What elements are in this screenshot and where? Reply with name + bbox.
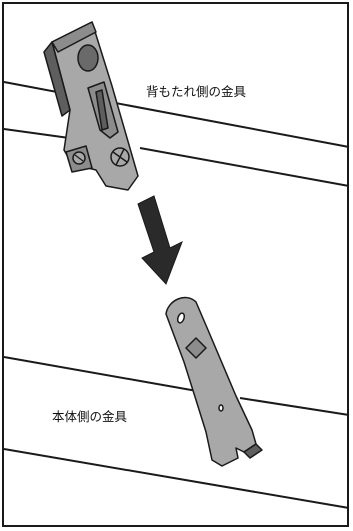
backrest-lower-edge-right <box>139 147 350 187</box>
body-upper-edge-right <box>239 397 350 416</box>
body-fitting-top-hole <box>176 312 186 324</box>
body-fitting-square-hole <box>185 337 207 359</box>
screw-icon <box>110 147 130 167</box>
body-fitting-edge <box>243 443 263 459</box>
backrest-fitting-side <box>43 41 71 117</box>
body-fitting-label: 本体側の金具 <box>52 409 128 424</box>
backrest-fitting-label: 背もたれ側の金具 <box>146 84 247 99</box>
backrest-fitting-lever <box>95 89 109 131</box>
body-fitting-plate <box>165 296 257 467</box>
body-upper-edge <box>3 356 215 395</box>
screw-small-icon <box>72 151 86 165</box>
backrest-fitting-top <box>51 21 97 53</box>
backrest-fitting-hole <box>77 44 99 72</box>
body-panel-lines <box>3 356 350 509</box>
body-fitting-pin-hole <box>218 404 224 412</box>
backrest-fitting <box>43 21 139 191</box>
body-lower-edge <box>3 448 350 509</box>
body-fitting <box>165 296 263 467</box>
arrow-down-icon <box>137 195 183 285</box>
